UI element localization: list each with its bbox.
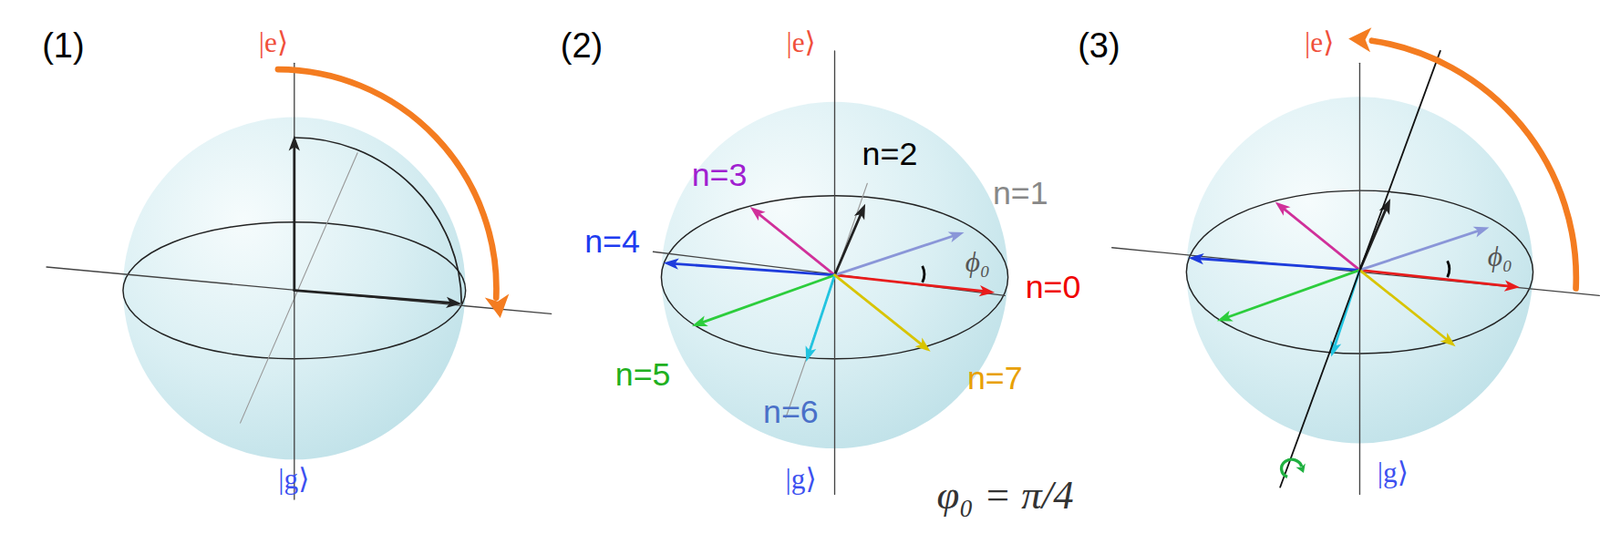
fock-vector — [1198, 258, 1361, 271]
rotation-axis — [1280, 51, 1441, 488]
fock-vector-head — [948, 231, 965, 243]
fock-vector — [835, 213, 862, 276]
fock-vector-head — [663, 258, 680, 270]
fock-vector-head — [1217, 310, 1234, 322]
state-vector — [294, 290, 452, 304]
pulse-arrow — [1372, 41, 1577, 290]
panel-number: (2) — [560, 28, 604, 63]
state-label: |e⟩ — [258, 28, 289, 57]
fock-vector — [1359, 269, 1447, 341]
state-label: |e⟩ — [785, 28, 816, 57]
angle-mark — [922, 266, 925, 283]
state-vector-head — [289, 135, 300, 152]
fock-vector — [1359, 269, 1509, 287]
fock-vector-head — [805, 345, 817, 362]
state-vector — [292, 145, 296, 291]
fock-vector — [835, 275, 985, 292]
photon-number: n=4 — [584, 226, 640, 259]
z-axis — [293, 62, 295, 500]
fock-vector — [1359, 230, 1479, 270]
fock-vector — [809, 275, 836, 352]
fock-vector-head — [854, 204, 866, 221]
rotation-sense-head — [1295, 464, 1305, 474]
fock-vector-head — [1331, 340, 1342, 358]
bloch-sphere — [652, 51, 1008, 495]
fock-vector — [835, 235, 955, 275]
photon-number: n=3 — [691, 159, 748, 193]
fock-vector-head — [1473, 227, 1490, 238]
fock-vector — [673, 263, 836, 276]
bloch-sphere — [1112, 27, 1600, 495]
fock-vector-head — [1504, 279, 1520, 291]
phase-label: ϕ₀ — [965, 247, 991, 277]
fock-vector — [1282, 207, 1360, 270]
photon-number: n=6 — [763, 396, 819, 430]
state-label: |g⟩ — [785, 464, 817, 494]
state-label: |g⟩ — [1377, 459, 1409, 488]
fock-vector-head — [979, 285, 995, 297]
state-label: |g⟩ — [278, 464, 310, 494]
rotation-arc — [294, 137, 462, 304]
photon-number: n=2 — [862, 138, 919, 172]
fock-vector — [757, 213, 835, 276]
fock-vector — [1226, 269, 1360, 318]
fock-vector-head — [750, 206, 766, 221]
photon-number: n=1 — [992, 177, 1049, 211]
phase-equation: φ₀ = π/4 — [936, 474, 1074, 516]
fock-vector-head — [1188, 253, 1205, 265]
photon-number: n=5 — [615, 359, 671, 393]
photon-number: n=7 — [967, 362, 1023, 396]
fock-vector-head — [915, 338, 931, 352]
y-axis — [785, 183, 868, 418]
y-axis — [240, 153, 359, 424]
phase-label: ϕ₀ — [1487, 242, 1513, 271]
bloch-sphere — [46, 62, 552, 500]
state-label: |e⟩ — [1304, 28, 1334, 57]
photon-number: n=0 — [1025, 271, 1082, 305]
panel-number: (3) — [1077, 28, 1121, 63]
pulse-arrow-head — [1348, 27, 1372, 52]
fock-vector-head — [1440, 332, 1456, 347]
fock-vector-head — [1275, 201, 1291, 216]
fock-vector — [835, 275, 923, 346]
fock-vector-head — [691, 315, 709, 327]
angle-mark — [1447, 260, 1450, 278]
pulse-arrow-head — [485, 294, 510, 319]
pulse-arrow — [278, 69, 497, 299]
state-vector-head — [445, 297, 462, 309]
panel-number: (1) — [41, 28, 85, 63]
z-axis — [1359, 62, 1361, 495]
x-axis — [46, 267, 552, 314]
fock-vector — [701, 275, 835, 323]
